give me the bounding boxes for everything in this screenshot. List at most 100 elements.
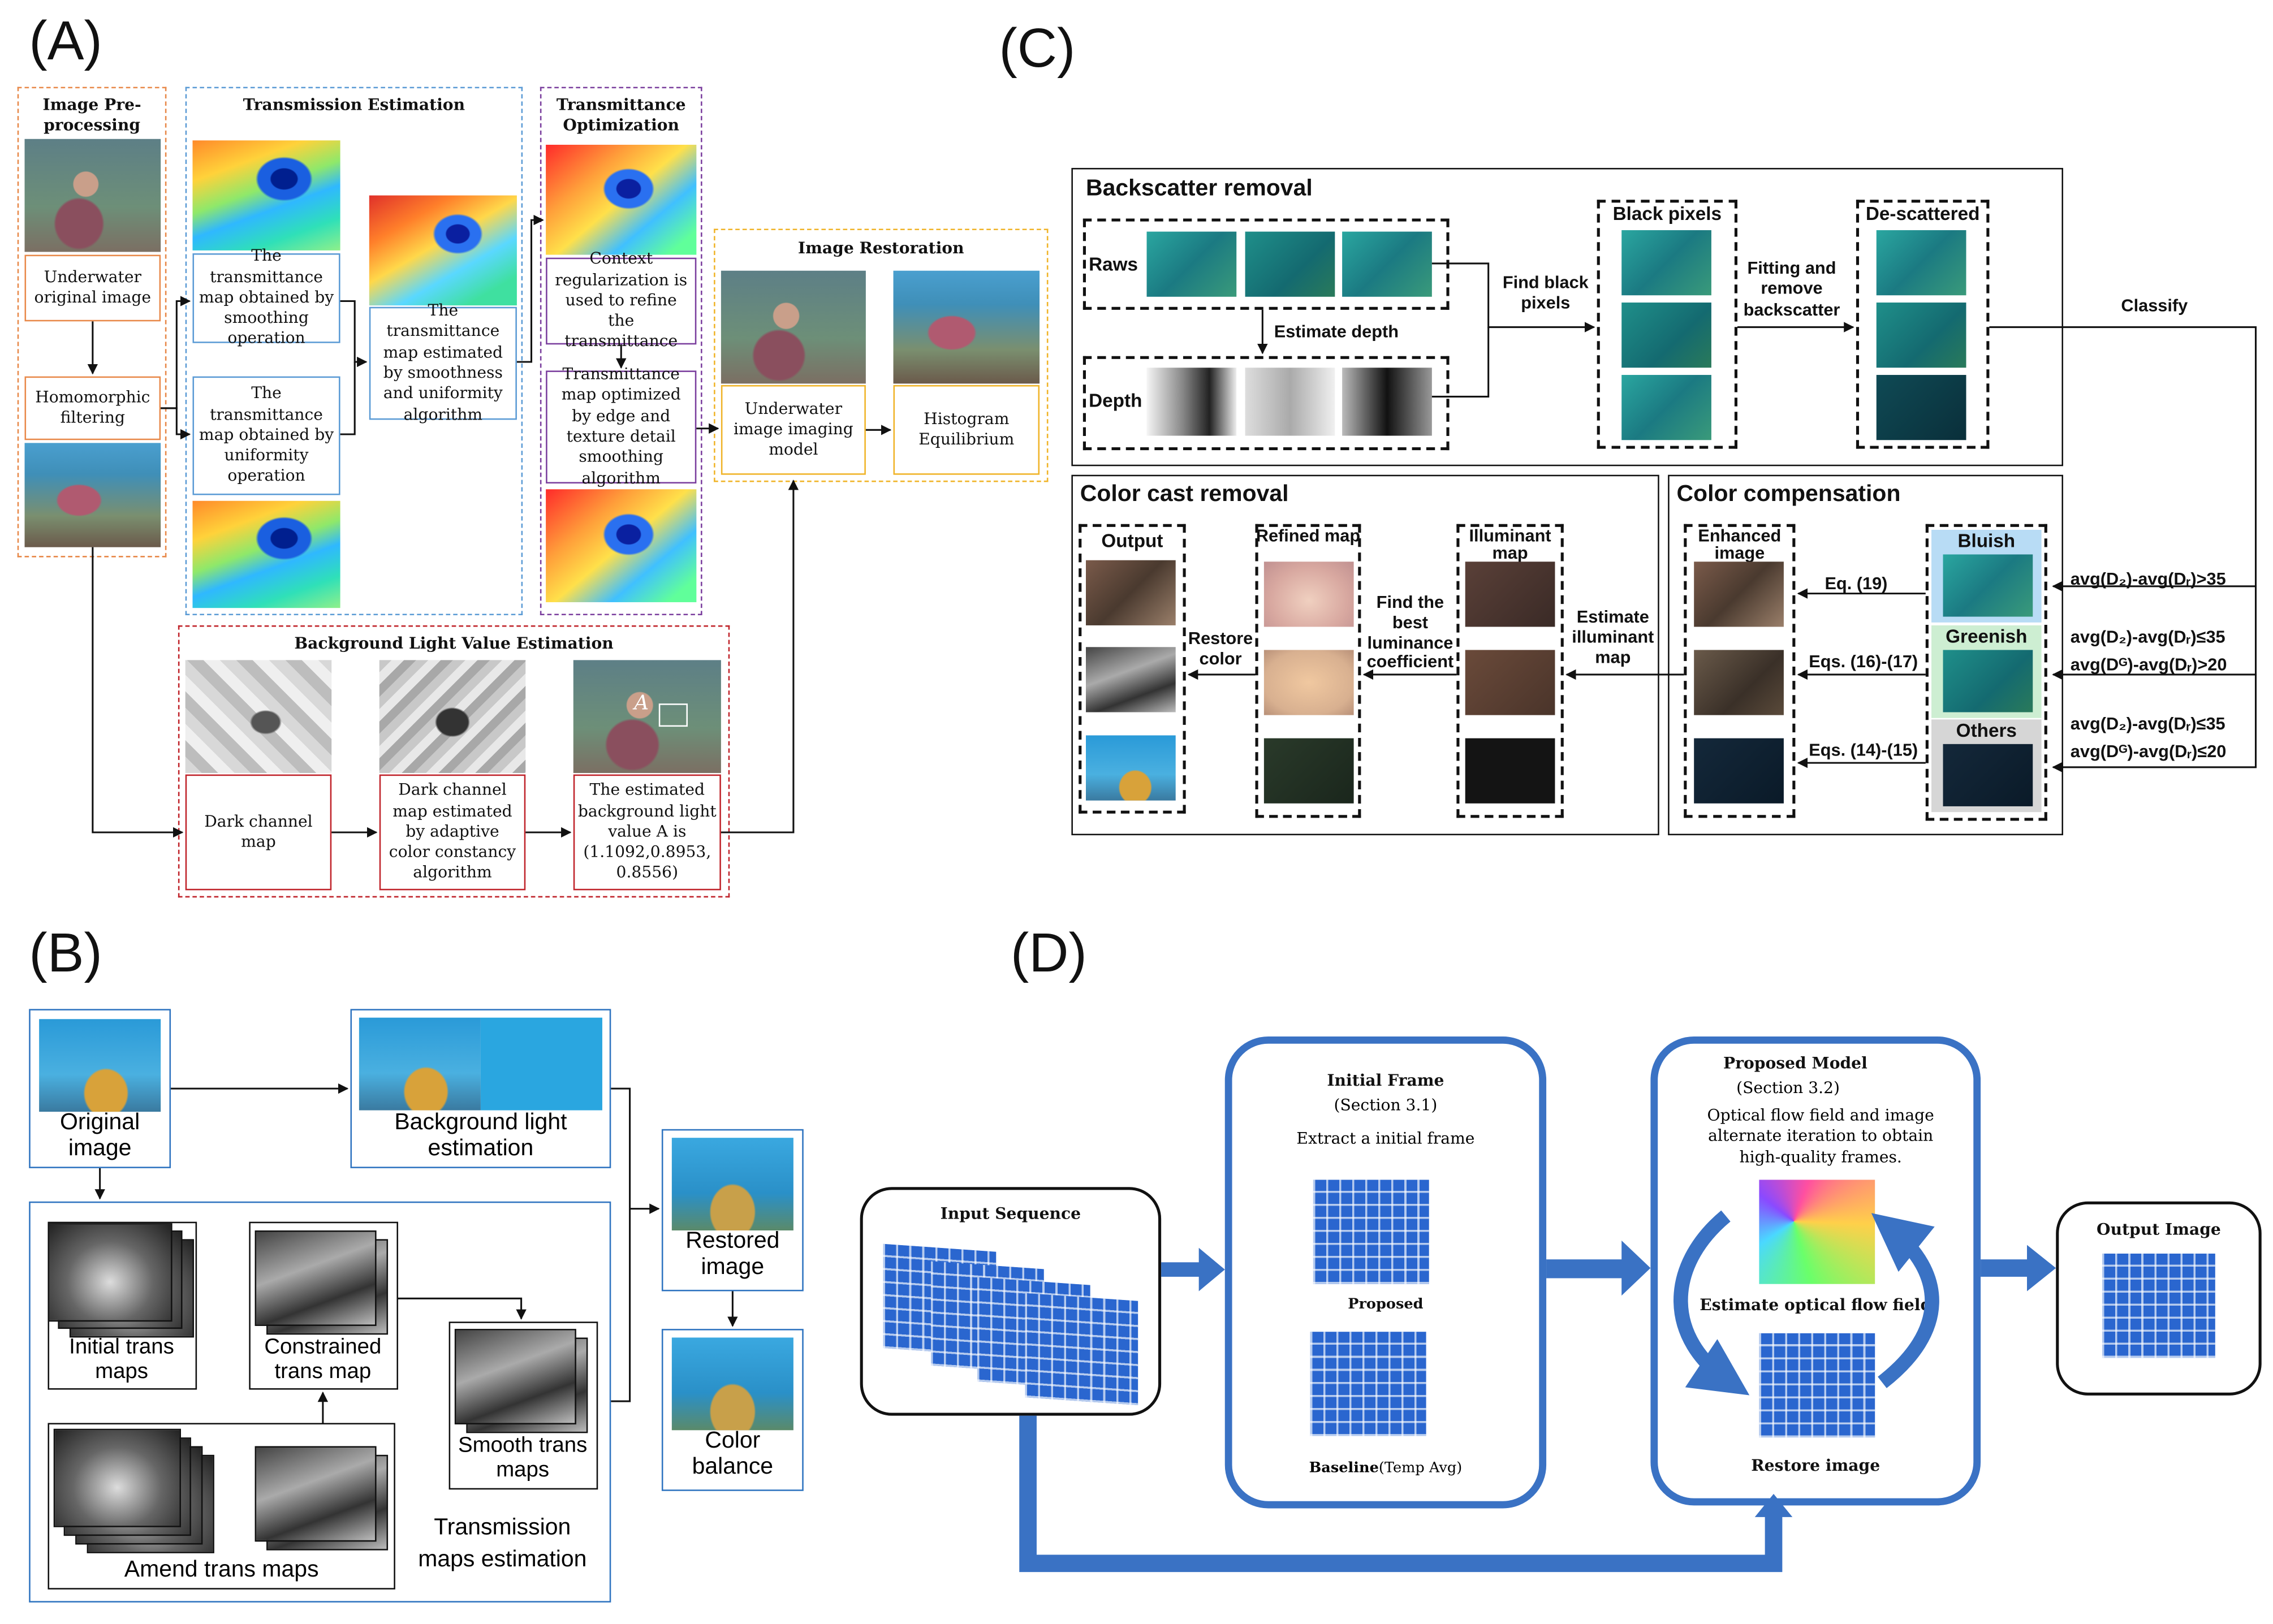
d-model-frame — [1650, 1036, 1981, 1506]
d-output-title: Output Image — [2097, 1220, 2221, 1239]
c-classes-group — [1925, 524, 2047, 821]
c-estimate-illum: Estimate illuminant map — [1572, 606, 1654, 667]
underwater-original-box: Underwater original image — [24, 254, 161, 322]
d-baseline-label: Baseline — [1309, 1461, 1379, 1477]
c-enhanced-1 — [1694, 562, 1784, 627]
d-proposed-label: Proposed — [1348, 1297, 1424, 1313]
b-amend-thumb-a — [53, 1428, 181, 1527]
panel-b-letter: (B) — [29, 923, 102, 984]
dark-thumb — [185, 660, 332, 774]
b-restored-thumb — [671, 1138, 793, 1230]
d-flow-label: Estimate optical flow field — [1700, 1295, 1932, 1315]
c-descattered-title: De-scattered — [1865, 202, 1980, 224]
heat-optimized — [546, 489, 697, 602]
d-section31: (Section 3.1) — [1334, 1095, 1438, 1115]
d-model-desc: Optical flow field and image alternate i… — [1707, 1105, 1934, 1167]
b-constrained-thumb — [255, 1230, 377, 1326]
c-enhanced-group — [1684, 524, 1796, 818]
c-output-group — [1079, 524, 1186, 814]
light-marker-label: A — [634, 692, 649, 715]
b-smooth-frame — [448, 1321, 598, 1490]
d-restore-label: Restore image — [1751, 1456, 1880, 1475]
d-input-frame — [860, 1187, 1162, 1416]
c-cond2b: avg(Dᴳ)-avg(Dᵣ)>20 — [2070, 654, 2227, 675]
c-backscatter-frame — [1071, 167, 2063, 467]
b-bglight-label: Background light estimation — [394, 1110, 567, 1162]
d-output-thumb — [2102, 1253, 2215, 1358]
c-depth-2 — [1245, 368, 1335, 436]
c-descattered-1 — [1876, 230, 1966, 296]
c-refined-title: Refined map — [1256, 525, 1361, 546]
d-section32: (Section 3.2) — [1736, 1078, 1840, 1098]
background-title: Background Light Value Estimation — [294, 634, 614, 653]
b-estimation-frame — [29, 1201, 611, 1603]
c-black-1 — [1621, 230, 1711, 296]
underwater-original-thumb — [24, 139, 161, 252]
c-illum-group — [1456, 524, 1564, 818]
c-output-1 — [1086, 560, 1176, 625]
d-proposed-thumb — [1313, 1180, 1429, 1284]
c-refined-1 — [1263, 562, 1354, 627]
homomorphic-thumb — [24, 443, 161, 547]
c-compensation-frame — [1668, 474, 2063, 836]
c-colorcast-title: Color cast removal — [1080, 482, 1289, 507]
d-input-title: Input Sequence — [940, 1204, 1081, 1224]
c-raws-label: Raws — [1089, 253, 1138, 275]
c-enhanced-title: Enhanced image — [1698, 525, 1782, 563]
c-greenish-thumb — [1943, 650, 2033, 712]
dark-box: Dark channel map — [185, 774, 332, 891]
optimization-title: Transmittance Optimization — [556, 95, 686, 135]
c-cond2a: avg(D₂)-avg(Dᵣ)≤35 — [2070, 627, 2225, 647]
histogram-box: Histogram Equilibrium — [893, 385, 1040, 475]
c-illum-2 — [1465, 650, 1555, 715]
c-backscatter-title: Backscatter removal — [1086, 176, 1313, 201]
c-others-label: Others — [1956, 719, 2017, 741]
histogram-thumb — [893, 270, 1040, 384]
combined-box: The transmittance map estimated by smoot… — [369, 301, 517, 424]
preprocessing-title: Image Pre-processing — [42, 95, 141, 135]
c-descattered-group — [1856, 200, 1990, 449]
transmission-group — [185, 87, 523, 616]
b-balance-thumb — [671, 1337, 793, 1431]
adaptive-thumb — [379, 660, 526, 774]
estimated-thumb — [573, 660, 721, 774]
c-raw-2 — [1245, 231, 1335, 297]
c-others-thumb — [1943, 744, 2033, 806]
c-colorcast-frame — [1071, 474, 1659, 836]
b-restored-frame — [661, 1129, 804, 1292]
b-initial-frame — [48, 1221, 197, 1390]
c-black-title: Black pixels — [1612, 202, 1722, 224]
c-cond3a: avg(D₂)-avg(Dᵣ)≤35 — [2070, 714, 2225, 734]
estimated-box: The estimated background light value A i… — [573, 774, 721, 891]
c-depth-label: Depth — [1089, 389, 1142, 412]
c-estimate-depth: Estimate depth — [1274, 321, 1399, 342]
panel-d-letter: (D) — [1010, 923, 1087, 984]
restoration-title: Image Restoration — [797, 239, 964, 258]
panel-c-letter: (C) — [999, 19, 1076, 80]
b-estimation-label: Transmission maps estimation — [418, 1515, 587, 1573]
d-initial-title: Initial Frame — [1327, 1071, 1444, 1090]
c-greenish-label: Greenish — [1946, 625, 2028, 647]
b-original-label: Original image — [60, 1110, 140, 1162]
c-descattered-2 — [1876, 303, 1966, 368]
d-restore-thumb — [1759, 1333, 1875, 1438]
b-original-frame — [29, 1009, 171, 1168]
b-original-thumb — [39, 1019, 161, 1112]
d-output-frame — [2056, 1201, 2262, 1396]
c-raw-1 — [1146, 231, 1237, 297]
model-box: Underwater image imaging model — [721, 385, 866, 475]
restoration-group — [714, 228, 1049, 482]
smoothing-box: The transmittance map obtained by smooth… — [192, 247, 340, 348]
heat-smoothing — [192, 140, 340, 250]
c-descattered-3 — [1876, 375, 1966, 440]
c-fitting: Fitting and remove backscatter — [1743, 257, 1840, 320]
d-baseline-note: (Temp Avg) — [1378, 1461, 1463, 1477]
c-bluish-thumb — [1943, 554, 2033, 617]
c-illum-3 — [1465, 738, 1555, 804]
d-extract: Extract a initial frame — [1296, 1129, 1475, 1148]
c-black-group — [1597, 200, 1737, 449]
b-constrained-frame — [249, 1221, 398, 1390]
c-bluish-label: Bluish — [1957, 529, 2016, 552]
c-refined-3 — [1263, 738, 1354, 804]
